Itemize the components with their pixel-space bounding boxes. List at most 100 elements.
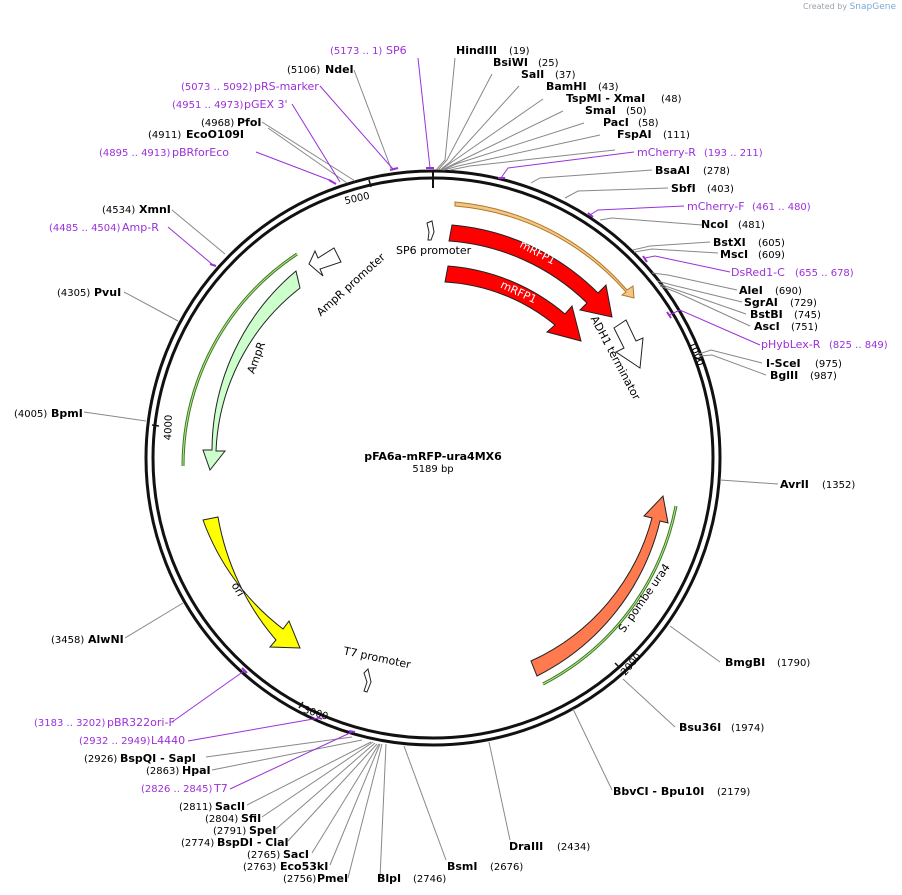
svg-text:(37): (37) [555, 70, 576, 81]
svg-text:BspQI - SapI: BspQI - SapI [120, 752, 196, 765]
enzyme-sbfi: SbfI(403) [671, 182, 734, 195]
mrfp1-feature-upper[interactable] [448, 224, 613, 318]
svg-text:pHybLex-R: pHybLex-R [761, 338, 821, 351]
svg-text:mCherry-F: mCherry-F [687, 200, 745, 213]
primer-sp6: (5173 .. 1)SP6 [330, 44, 407, 57]
mcherry-primer-highlight [454, 201, 635, 299]
primer-pbr322ori-f: (3183 .. 3202)pBR322ori-F [34, 716, 175, 729]
tick-label-4000: 4000 [163, 415, 175, 441]
svg-text:SacII: SacII [215, 800, 245, 813]
sp6-promoter-feature[interactable] [426, 220, 435, 241]
enzyme-ncoi: NcoI (481) [701, 218, 765, 231]
svg-text:SbfI: SbfI [671, 182, 696, 195]
enzyme-sacii: (2811)SacII [179, 800, 245, 813]
svg-text:(4951 .. 4973): (4951 .. 4973) [172, 100, 244, 111]
svg-text:DsRed1-C: DsRed1-C [731, 266, 785, 279]
svg-text:(2676): (2676) [490, 862, 523, 873]
svg-text:(729): (729) [790, 298, 817, 309]
mrfp1-label-lower: mRFP1 [498, 278, 538, 306]
svg-text:BsiWI: BsiWI [493, 56, 528, 69]
svg-text:AlwNI: AlwNI [88, 633, 124, 646]
svg-text:(2763): (2763) [243, 862, 276, 873]
svg-text:(4534): (4534) [102, 205, 135, 216]
snapgene-logo: SnapGene [849, 2, 896, 12]
primer-phyblex-r: pHybLex-R (825 .. 849) [761, 338, 888, 351]
svg-text:SpeI: SpeI [249, 824, 276, 837]
mrfp1-feature-lower[interactable] [444, 265, 582, 342]
svg-text:SfiI: SfiI [241, 812, 261, 825]
ura4-primer-highlight-inner [542, 505, 677, 685]
ampr-feature[interactable] [202, 270, 301, 472]
primer-l4440: (2932 .. 2949)L4440 [79, 734, 185, 747]
svg-text:(5073 .. 5092): (5073 .. 5092) [181, 82, 253, 93]
primer-pbrforeco: (4895 .. 4913)pBRforEco [99, 146, 229, 159]
svg-text:BsmI: BsmI [447, 860, 478, 873]
svg-text:NcoI: NcoI [701, 218, 728, 231]
svg-text:BpmI: BpmI [51, 407, 83, 420]
primer-prs-marker: (5073 .. 5092)pRS-marker [181, 80, 319, 93]
plasmid-name: pFA6a-mRFP-ura4MX6 [364, 450, 502, 463]
svg-text:(825 .. 849): (825 .. 849) [829, 340, 888, 351]
enzyme-bspdi-clai: (2774)BspDI - ClaI [181, 836, 289, 849]
svg-text:(2811): (2811) [179, 802, 212, 813]
svg-text:BmgBI: BmgBI [725, 656, 765, 669]
sp6-promoter-label: SP6 promoter [396, 244, 472, 257]
svg-text:SmaI: SmaI [585, 104, 616, 117]
svg-text:mCherry-R: mCherry-R [637, 146, 696, 159]
svg-text:(25): (25) [538, 58, 559, 69]
svg-text:HpaI: HpaI [182, 764, 211, 777]
svg-text:(2804): (2804) [205, 814, 238, 825]
enzyme-leader-lines [83, 57, 779, 879]
svg-text:Eco53kI: Eco53kI [280, 860, 328, 873]
svg-text:(48): (48) [661, 94, 682, 105]
enzyme-bsmi: BsmI (2676) [447, 860, 523, 873]
enzyme-bsu36i: Bsu36I(1974) [679, 721, 764, 734]
svg-text:SgrAI: SgrAI [744, 296, 778, 309]
t7-promoter-feature[interactable] [363, 668, 372, 693]
enzyme-alwni: (3458)AlwNI [51, 633, 124, 646]
enzyme-sali: SalI(37) [521, 68, 576, 81]
svg-text:I-SceI: I-SceI [766, 357, 801, 370]
svg-text:pGEX 3': pGEX 3' [244, 98, 288, 111]
svg-text:(975): (975) [815, 359, 842, 370]
svg-text:T7: T7 [213, 782, 228, 795]
t7-promoter-label: T7 promoter [341, 644, 412, 671]
enzyme-msci: MscI(609) [720, 248, 785, 261]
svg-text:(43): (43) [598, 82, 619, 93]
svg-text:Amp-R: Amp-R [122, 221, 159, 234]
enzyme-bsiwi: BsiWI (25) [493, 56, 559, 69]
enzyme-pmei: (2756)PmeI [283, 872, 348, 885]
svg-text:BsaAI: BsaAI [655, 164, 690, 177]
ampr-promoter-feature[interactable] [308, 247, 342, 277]
ura4-feature[interactable] [530, 494, 669, 677]
primer-labels: (5173 .. 1)SP6 (5073 .. 5092)pRS-marker … [34, 44, 888, 795]
enzyme-tspmi-xmai: TspMI - XmaI(48) [566, 92, 682, 105]
enzyme-ndei: (5106)NdeI [287, 63, 354, 76]
svg-text:PacI: PacI [603, 116, 629, 129]
svg-text:BamHI: BamHI [546, 80, 587, 93]
tick-label-5000: 5000 [344, 191, 371, 207]
ori-feature[interactable] [202, 516, 301, 649]
svg-text:(481): (481) [738, 220, 765, 231]
enzyme-bbvci-bpu10i: BbvCI - Bpu10I(2179) [613, 785, 750, 798]
svg-text:AvrII: AvrII [780, 478, 809, 491]
primer-mcherry-f: mCherry-F(461 .. 480) [687, 200, 811, 213]
svg-text:(4895 .. 4913): (4895 .. 4913) [99, 148, 171, 159]
svg-text:(2926): (2926) [84, 754, 117, 765]
enzyme-bstxi: BstXI(605) [713, 236, 785, 249]
enzyme-bsaai: BsaAI (278) [655, 164, 730, 177]
svg-text:BlpI: BlpI [377, 872, 401, 885]
enzyme-blpi: BlpI(2746) [377, 872, 446, 885]
enzyme-sfii: (2804)SfiI [205, 812, 261, 825]
enzyme-sgrai: SgrAI (729) [744, 296, 817, 309]
svg-text:NdeI: NdeI [325, 63, 354, 76]
primer-dsred1-c: DsRed1-C(655 .. 678) [731, 266, 854, 279]
enzyme-pvui: (4305)PvuI [57, 286, 121, 299]
svg-text:(278): (278) [703, 166, 730, 177]
adh1-terminator-feature[interactable] [613, 319, 644, 369]
svg-text:BstXI: BstXI [713, 236, 746, 249]
enzyme-fspai: FspAI(111) [617, 128, 690, 141]
svg-text:MscI: MscI [720, 248, 748, 261]
snapgene-credit: Created by SnapGene [803, 2, 896, 12]
svg-text:(2434): (2434) [557, 842, 590, 853]
